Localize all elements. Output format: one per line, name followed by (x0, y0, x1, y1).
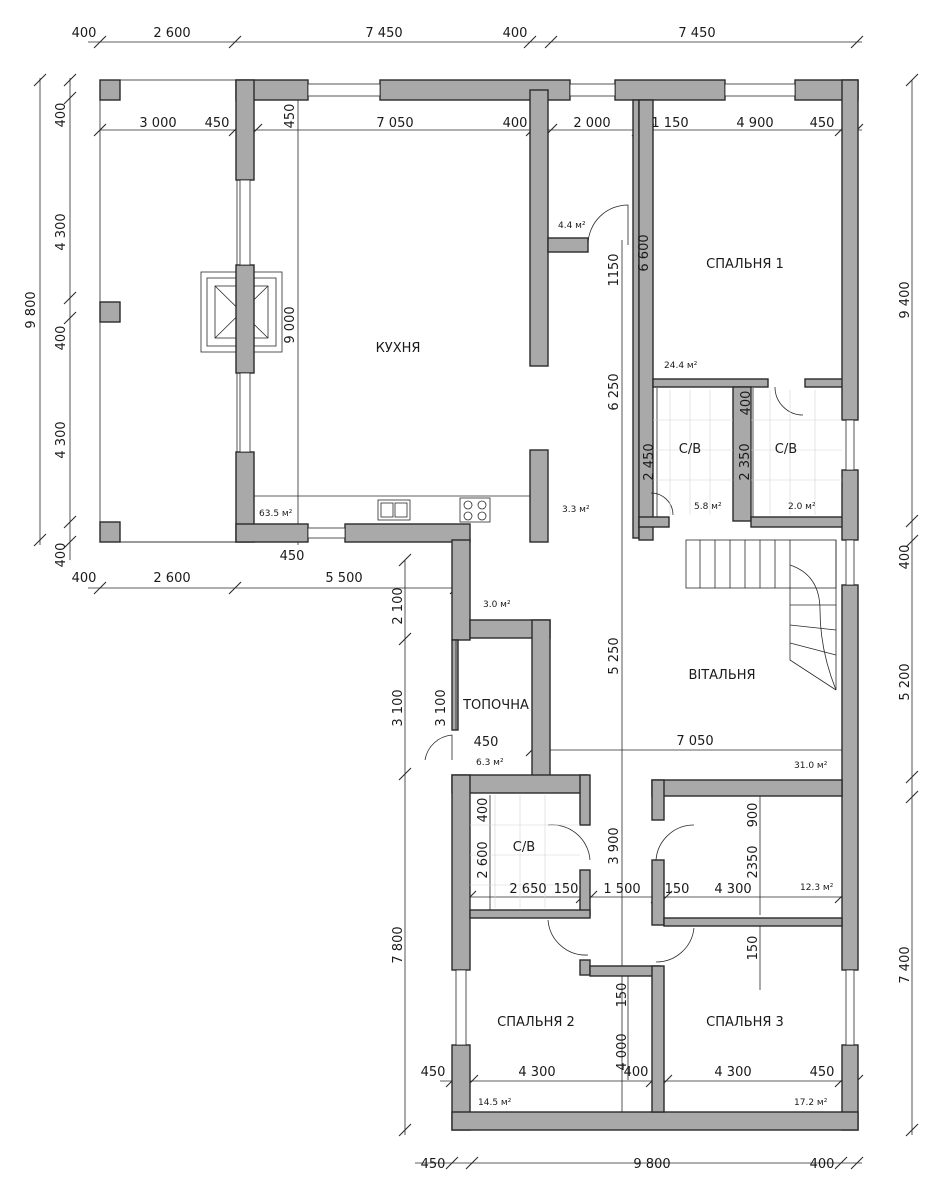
dim-living-450: 450 (474, 735, 499, 750)
dimension-lines (39, 41, 913, 1164)
room-label-bath-3: С/В (513, 840, 535, 855)
area-hall-low: 3.0 м² (483, 600, 511, 610)
dim-corridor-2: 6 600 (637, 234, 652, 271)
dim-bed-upper-0: 900 (746, 803, 761, 828)
dim-bed-row-3: 4 300 (714, 1065, 751, 1080)
dim-top-inner-6: 4 900 (736, 116, 773, 131)
dim-mid-2: 1 500 (603, 882, 640, 897)
dimension-ticks (33, 35, 919, 1170)
area-kitchen: 63.5 м² (259, 509, 293, 519)
area-bath-1: 5.8 м² (694, 502, 722, 512)
dim-mid-1: 150 (554, 882, 579, 897)
dim-bath-2450: 2 450 (642, 443, 657, 480)
dim-corridor-4: 3 900 (607, 827, 622, 864)
dim-mid-4: 4 300 (714, 882, 751, 897)
dim-bed-lower-2: 4 000 (615, 1033, 630, 1070)
dim-lower-left-0: 2 100 (391, 587, 406, 624)
dim-bath-400: 400 (739, 391, 754, 416)
tile-grid (470, 390, 842, 908)
dim-bed-row-2: 400 (624, 1065, 649, 1080)
dim-lower-left-5: 400 (476, 798, 491, 823)
dim-right-1: 400 (898, 545, 913, 570)
dim-top-3: 400 (503, 26, 528, 41)
dim-top-inner-5: 1 150 (651, 116, 688, 131)
dim-kitchen-450: 450 (283, 104, 298, 129)
dim-top-inner-0: 3 000 (139, 116, 176, 131)
dim-kitchen-height: 9 000 (283, 306, 298, 343)
dim-top-2: 7 450 (365, 26, 402, 41)
dim-below-1: 2 600 (153, 571, 190, 586)
dim-right-0: 9 400 (898, 281, 913, 318)
dim-top-inner-7: 450 (810, 116, 835, 131)
room-labels: КУХНЯ СПАЛЬНЯ 1 С/В С/В ВІТАЛЬНЯ ТОПОЧНА… (376, 257, 798, 1030)
dim-bed-row-4: 450 (810, 1065, 835, 1080)
dim-right-3: 7 400 (898, 946, 913, 983)
dim-lower-left-3: 7 800 (391, 926, 406, 963)
dim-top-inner-3: 400 (503, 116, 528, 131)
dim-left-5: 400 (54, 543, 69, 568)
dim-top-inner-2: 7 050 (376, 116, 413, 131)
dim-top-inner-1: 450 (205, 116, 230, 131)
dim-below-3: 450 (280, 549, 305, 564)
dim-bed-lower-0: 150 (746, 936, 761, 961)
dim-lower-left-1: 3 100 (391, 689, 406, 726)
dim-corridor-0: 1150 (607, 253, 622, 286)
dim-left-0: 9 800 (24, 291, 39, 328)
dim-bed-row-1: 4 300 (518, 1065, 555, 1080)
dim-bed-row-0: 450 (421, 1065, 446, 1080)
room-label-boiler: ТОПОЧНА (462, 698, 529, 713)
area-hall-mid: 3.3 м² (562, 505, 590, 515)
room-label-kitchen: КУХНЯ (376, 341, 421, 356)
dim-bed-lower-1: 150 (615, 983, 630, 1008)
dim-top-0: 400 (72, 26, 97, 41)
area-bedroom-3: 17.2 м² (794, 1098, 828, 1108)
dim-bottom-2: 400 (810, 1157, 835, 1172)
room-label-bedroom-3: СПАЛЬНЯ 3 (706, 1015, 784, 1030)
area-bedroom-1: 24.4 м² (664, 361, 698, 371)
dim-living-7050: 7 050 (676, 734, 713, 749)
doors (424, 204, 804, 963)
dim-bed-upper-1: 2350 (746, 845, 761, 878)
dimension-labels: 400 2 600 7 450 400 7 450 3 000 450 7 05… (24, 26, 913, 1172)
dim-bottom-1: 9 800 (633, 1157, 670, 1172)
dim-lower-left-4: 2 600 (476, 841, 491, 878)
dim-corridor-1: 6 250 (607, 373, 622, 410)
area-hall-small: 4.4 м² (558, 221, 586, 231)
dim-left-4: 4 300 (54, 421, 69, 458)
room-label-bath-1: С/В (679, 442, 701, 457)
area-hall-bed3: 12.3 м² (800, 883, 834, 893)
area-bath-2: 2.0 м² (788, 502, 816, 512)
staircase (685, 539, 837, 691)
room-label-bedroom-1: СПАЛЬНЯ 1 (706, 257, 784, 272)
dim-left-1: 400 (54, 103, 69, 128)
room-label-living: ВІТАЛЬНЯ (688, 668, 755, 683)
windows (239, 83, 855, 1046)
dim-lower-left-2: 3 100 (434, 689, 449, 726)
dim-left-2: 4 300 (54, 213, 69, 250)
walls (235, 79, 859, 1131)
area-living: 31.0 м² (794, 761, 828, 771)
dim-mid-0: 2 650 (509, 882, 546, 897)
room-areas: 63.5 м² 24.4 м² 5.8 м² 2.0 м² 31.0 м² 6.… (259, 221, 834, 1108)
dim-corridor-3: 5 250 (607, 637, 622, 674)
dim-bottom-0: 450 (421, 1157, 446, 1172)
dim-top-4: 7 450 (678, 26, 715, 41)
dim-bath-2350: 2 350 (738, 443, 753, 480)
dim-below-0: 400 (72, 571, 97, 586)
kitchen-furniture (254, 495, 530, 523)
dim-top-inner-4: 2 000 (573, 116, 610, 131)
room-label-bath-2: С/В (775, 442, 797, 457)
dim-mid-3: 150 (665, 882, 690, 897)
dim-right-2: 5 200 (898, 663, 913, 700)
room-label-bedroom-2: СПАЛЬНЯ 2 (497, 1015, 575, 1030)
area-boiler: 6.3 м² (476, 758, 504, 768)
dim-below-2: 5 500 (325, 571, 362, 586)
dim-top-1: 2 600 (153, 26, 190, 41)
area-bedroom-2: 14.5 м² (478, 1098, 512, 1108)
terrace (99, 79, 238, 543)
dim-left-3: 400 (54, 326, 69, 351)
